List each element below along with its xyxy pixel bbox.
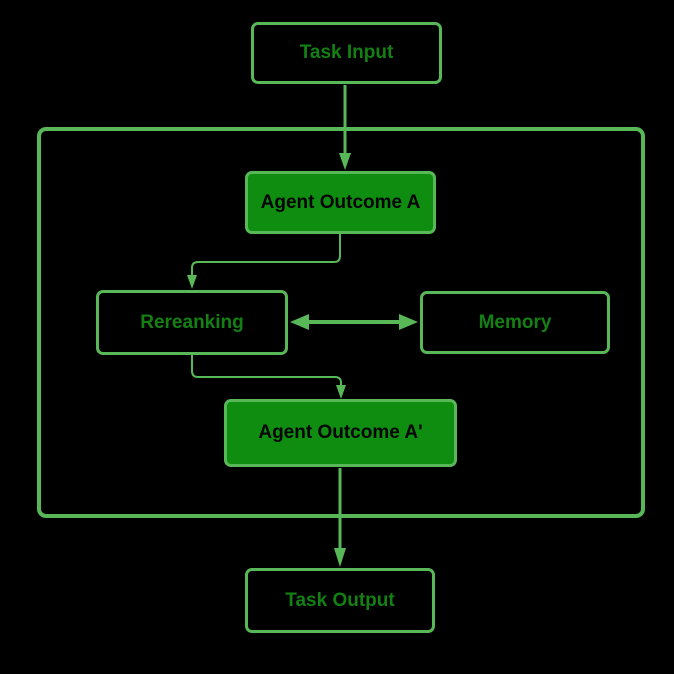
node-agent-outcome-a: Agent Outcome A: [245, 171, 436, 234]
arrowhead-left-icon: [290, 314, 309, 330]
node-rereanking: Rereanking: [96, 290, 288, 355]
edge-task-input-to-agent-outcome-a: [339, 85, 351, 170]
arrowhead-down-icon: [336, 385, 346, 399]
arrowhead-right-icon: [399, 314, 418, 330]
node-memory-label: Memory: [478, 311, 552, 333]
node-agent-outcome-a-label: Agent Outcome A: [260, 191, 421, 213]
node-agent-outcome-a-prime: Agent Outcome A': [224, 399, 457, 467]
node-memory: Memory: [420, 291, 610, 354]
node-rereanking-label: Rereanking: [140, 311, 244, 333]
node-task-output-label: Task Output: [285, 589, 395, 611]
edge-agent-outcome-a-prime-to-task-output: [334, 468, 346, 567]
edge-rereanking-to-agent-outcome-a-prime: [191, 355, 346, 399]
node-task-input-label: Task Input: [299, 42, 394, 63]
node-agent-outcome-a-prime-label: Agent Outcome A': [258, 422, 423, 443]
edge-rereanking-memory-double-arrow: [290, 314, 418, 330]
arrowhead-down-icon: [187, 275, 197, 289]
arrowhead-down-icon: [334, 548, 346, 567]
node-task-output: Task Output: [245, 568, 435, 633]
edge-agent-outcome-a-to-rereanking: [187, 234, 341, 289]
arrowhead-down-icon: [339, 153, 351, 170]
node-task-input: Task Input: [251, 22, 442, 84]
